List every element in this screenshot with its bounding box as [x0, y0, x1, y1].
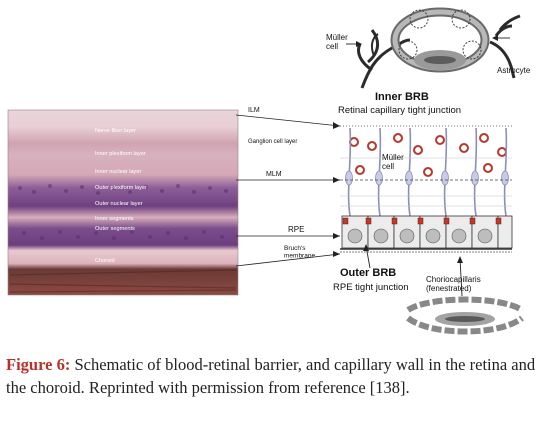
retina-schematic [340, 124, 524, 335]
histology-label-choroid: Choroid [95, 258, 115, 264]
inner-brb-label: Inner BRB [375, 91, 429, 103]
figure-diagram: Nerve fiber layer Inner plexiform layer … [7, 7, 531, 335]
rpe-label: RPE [288, 225, 304, 234]
histology-label-nerve-fiber: Nerve fiber layer [95, 128, 136, 134]
histology-label-outer-plexiform: Outer plexiform layer [95, 185, 147, 191]
outer-brb-label: Outer BRB [340, 267, 396, 279]
histology-label-outer-segments: Outer segments [95, 226, 135, 232]
astrocyte-label: Astrocyte [497, 66, 531, 75]
histology-label-inner-plexiform: Inner plexiform layer [95, 151, 146, 157]
caption-label: Figure 6: [6, 355, 71, 374]
caption-text: Schematic of blood-retinal barrier, and … [6, 355, 536, 397]
choriocapillaris-label: Choriocapillaris(fenestrated) [426, 275, 481, 293]
histology-label-inner-nuclear: Inner nuclear layer [95, 169, 141, 175]
ilm-label: ILM [248, 107, 260, 114]
ganglion-label: Ganglion cell layer [248, 139, 297, 145]
pointer-lines [235, 114, 341, 267]
histology-image: Nerve fiber layer Inner plexiform layer … [7, 109, 239, 296]
inner-brb-sub-label: Retinal capillary tight junction [338, 105, 461, 116]
outer-brb-sub-label: RPE tight junction [333, 282, 409, 293]
histology-label-outer-nuclear: Outer nuclear layer [95, 201, 143, 207]
mlm-label: MLM [266, 171, 282, 178]
histology-label-inner-segments: Inner segments [95, 216, 134, 222]
choriocapillaris-vessel [406, 296, 524, 335]
capillary-schematic [346, 7, 521, 89]
figure-caption: Figure 6: Schematic of blood-retinal bar… [6, 353, 536, 399]
